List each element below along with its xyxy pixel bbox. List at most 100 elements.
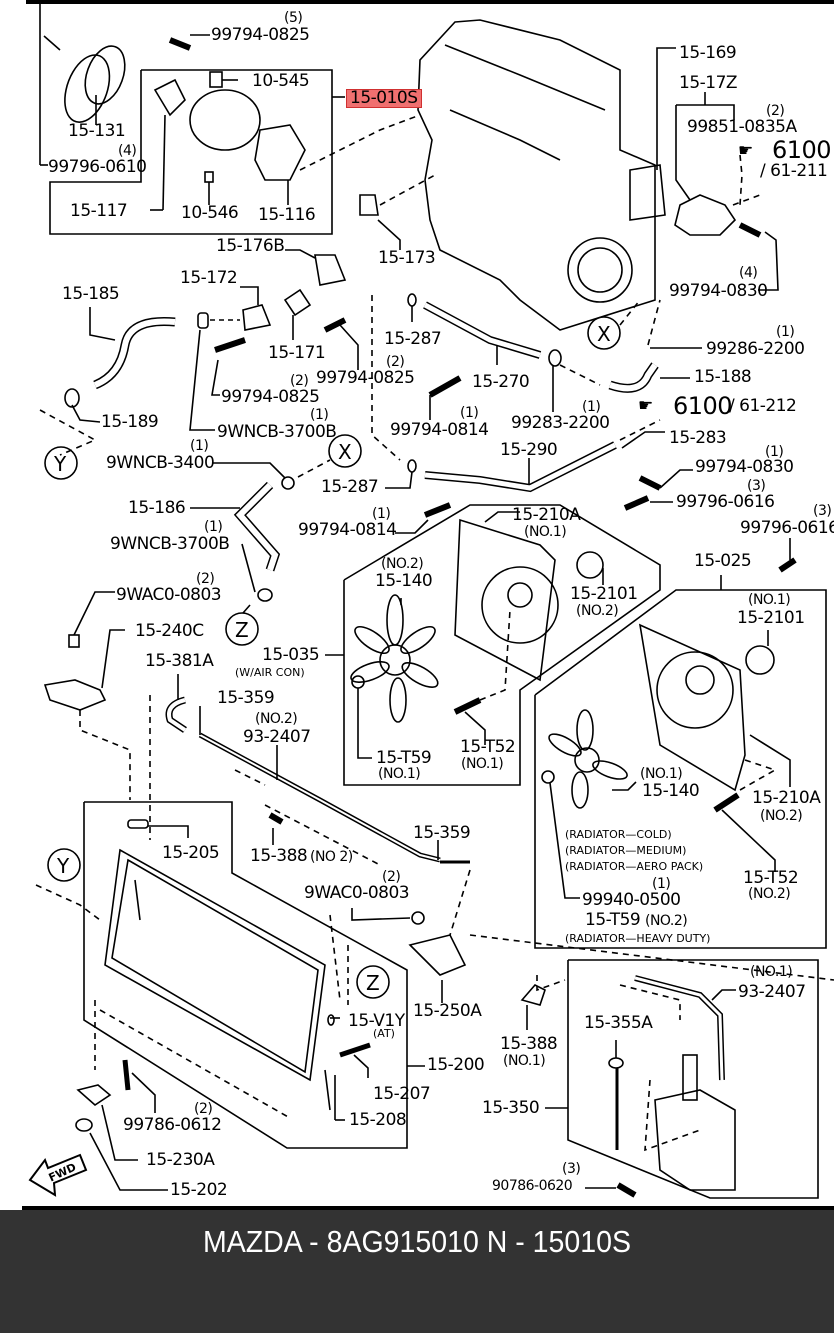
- part-15-T59-b: 15-T59: [585, 910, 641, 930]
- part-15-176B: 15-176B: [216, 236, 285, 256]
- part-99794-0814-b: 99794-0814: [298, 520, 397, 540]
- qty-1a: (1): [776, 324, 795, 340]
- no-2-f: (NO.2): [748, 886, 791, 902]
- part-15-388-no1: 15-388: [500, 1034, 558, 1054]
- part-15-2101-a: 15-2101: [570, 584, 638, 604]
- qty-2d: (2): [196, 571, 215, 587]
- parts-diagram: (5) 99794-0825 10-545 15-131 (4) 99796-0…: [22, 0, 834, 1210]
- highlighted-part-15-010S[interactable]: 15-010S: [346, 89, 422, 108]
- part-15-359-a: 15-359: [217, 688, 275, 708]
- ref-hand-icon-a: ☛: [738, 141, 753, 161]
- qty-1g: (1): [372, 506, 391, 522]
- part-90786-0620: 90786-0620: [492, 1178, 573, 1194]
- part-15-172: 15-172: [180, 268, 238, 288]
- callout-z-circle-a: [225, 612, 259, 646]
- part-15-287-a: 15-287: [384, 329, 442, 349]
- part-9WAC0-0803-a: 9WAC0-0803: [116, 585, 222, 605]
- part-15-287-b: 15-287: [321, 477, 379, 497]
- thermostat-15-171: [283, 288, 312, 317]
- ref-61-211[interactable]: / 61-211: [760, 161, 828, 181]
- part-15-025: 15-025: [694, 551, 752, 571]
- qty-1f: (1): [765, 444, 784, 460]
- part-15-359-b: 15-359: [413, 823, 471, 843]
- part-99786-0612: 99786-0612: [123, 1115, 222, 1135]
- no-2-d: (NO.2): [760, 808, 803, 824]
- reservoir-group-box: [567, 959, 819, 1199]
- part-10-545: 10-545: [252, 71, 310, 91]
- part-15-208: 15-208: [349, 1110, 407, 1130]
- part-15-185: 15-185: [62, 284, 120, 304]
- qty-2e: (2): [382, 869, 401, 885]
- part-15-2101-b: 15-2101: [737, 608, 805, 628]
- fan-motor-a: [576, 551, 604, 579]
- qty-4b: (4): [739, 265, 758, 281]
- no-2-a: (NO.2): [381, 556, 424, 572]
- qty-2a: (2): [766, 103, 785, 119]
- part-99794-0814-a: 99794-0814: [390, 420, 489, 440]
- radiator-core: [104, 848, 326, 1082]
- note-at: (AT): [373, 1027, 395, 1040]
- part-99794-0830-a: 99794-0830: [669, 281, 768, 301]
- callout-x-circle-a: [587, 316, 621, 350]
- radiator-group-box: [83, 801, 408, 1149]
- fan-group-box-a: [343, 504, 661, 786]
- part-15-205: 15-205: [162, 843, 220, 863]
- callout-z-a: Z: [235, 618, 249, 642]
- callout-z-b: Z: [366, 971, 380, 995]
- fan-motor-b: [745, 645, 775, 675]
- fan-group-box-b: [534, 589, 827, 949]
- part-15-117: 15-117: [70, 201, 128, 221]
- bracket-15-250A: [408, 934, 467, 976]
- callout-x-circle-b: [328, 434, 362, 468]
- qty-2c: (2): [290, 373, 309, 389]
- qty-3c: (3): [562, 1161, 581, 1177]
- callout-z-circle-b: [356, 965, 390, 999]
- ref-61-212[interactable]: / 61-212: [729, 396, 797, 416]
- fwd-arrow: [28, 1153, 88, 1197]
- part-15-186: 15-186: [128, 498, 186, 518]
- part-99796-0616-b: 99796-0616: [740, 518, 834, 538]
- note-w-air-con: (W/AIR CON): [235, 666, 305, 679]
- part-15-388-no2: 15-388: [250, 846, 308, 866]
- part-93-2407-b: 93-2407: [738, 982, 806, 1002]
- qty-2f: (2): [194, 1101, 213, 1117]
- part-15-140-a: 15-140: [375, 571, 433, 591]
- part-15-381A: 15-381A: [145, 651, 214, 671]
- note-radiator-aero-pack: (RADIATOR—AERO PACK): [565, 860, 704, 873]
- qty-1d: (1): [582, 399, 601, 415]
- qty-3b: (3): [813, 503, 832, 519]
- part-15-035: 15-035: [262, 645, 320, 665]
- no-1-b: (NO.1): [748, 592, 791, 608]
- part-15-283: 15-283: [669, 428, 727, 448]
- fan-shroud-a: [454, 518, 556, 682]
- qty-3a: (3): [747, 478, 766, 494]
- footer-bar: MAZDA - 8AG915010 N - 15010S: [0, 1210, 834, 1333]
- part-15-173: 15-173: [378, 248, 436, 268]
- fan-shroud-b: [638, 623, 746, 792]
- qty-1e: (1): [190, 438, 209, 454]
- note-radiator-heavy-duty: (RADIATOR—HEAVY DUTY): [565, 932, 711, 945]
- qty-4a: (4): [118, 143, 137, 159]
- part-99794-0825-b: 99794-0825: [316, 368, 415, 388]
- part-15-230A: 15-230A: [146, 1150, 215, 1170]
- mount-15-230A: [76, 1084, 112, 1107]
- part-15-240C: 15-240C: [135, 621, 204, 641]
- ref-6100-a[interactable]: 6100: [772, 136, 832, 164]
- callout-y-b: Y: [57, 854, 69, 878]
- ref-6100-b[interactable]: 6100: [673, 392, 733, 420]
- note-radiator-medium: (RADIATOR—MEDIUM): [565, 844, 687, 857]
- part-15-V1Y: 15-V1Y: [348, 1011, 405, 1031]
- callout-y-circle-b: [47, 848, 81, 882]
- water-pump: [189, 89, 261, 151]
- qty-5: (5): [284, 10, 303, 26]
- part-15-T52-b: 15-T52: [743, 868, 799, 888]
- no-1-f: (NO.1): [503, 1053, 546, 1069]
- part-15-169: 15-169: [679, 43, 737, 63]
- callout-x-a: X: [597, 322, 611, 346]
- gasket-15-169: [629, 164, 666, 221]
- part-10-546: 10-546: [181, 203, 239, 223]
- part-93-2407-a: 93-2407: [243, 727, 311, 747]
- top-border: [26, 0, 834, 4]
- part-15-189: 15-189: [101, 412, 159, 432]
- qty-2b: (2): [386, 354, 405, 370]
